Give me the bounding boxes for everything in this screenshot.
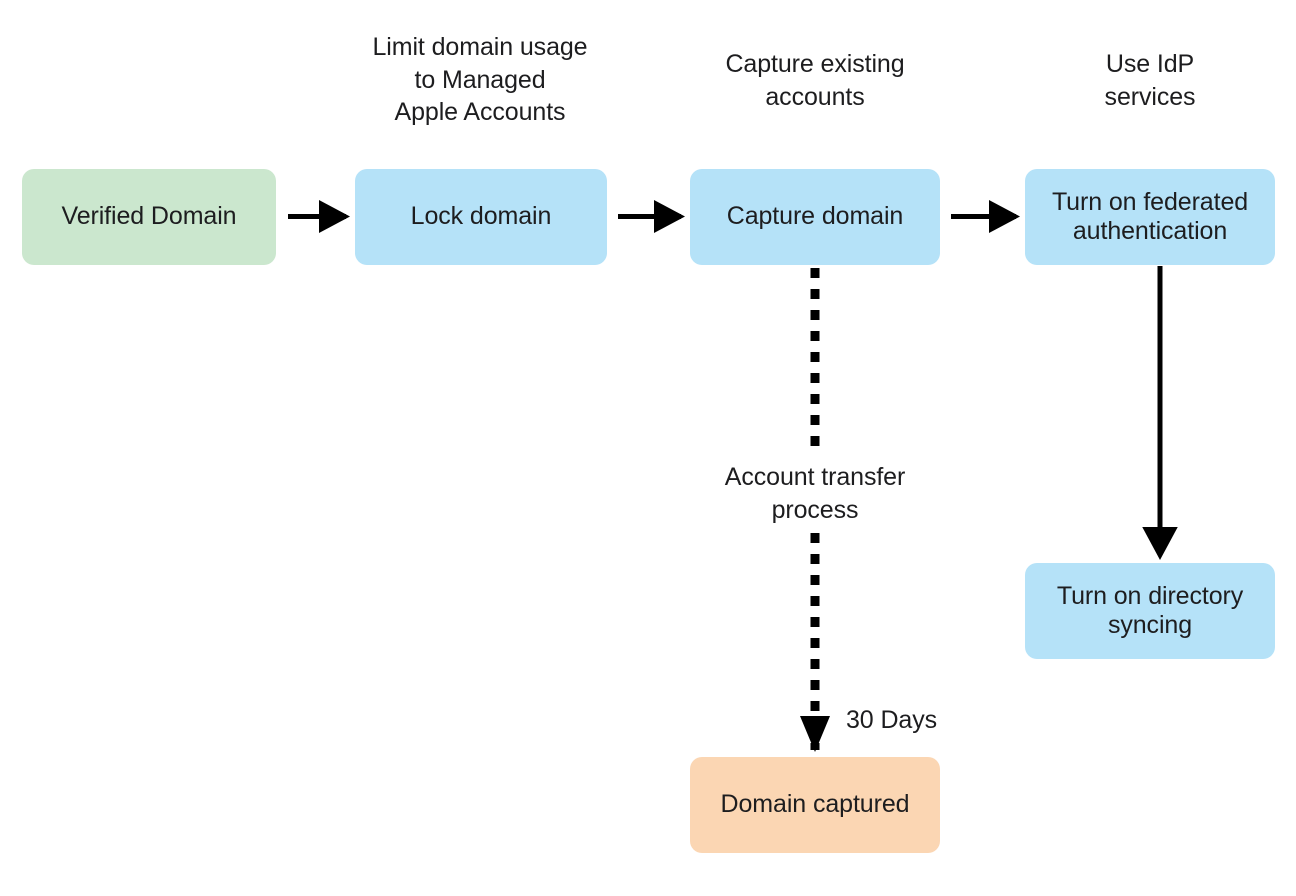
node-domain-captured[interactable]: Domain captured	[690, 757, 940, 853]
node-directory-syncing[interactable]: Turn on directory syncing	[1025, 563, 1275, 659]
node-lock-domain[interactable]: Lock domain	[355, 169, 607, 265]
node-capture-domain[interactable]: Capture domain	[690, 169, 940, 265]
edge-label-30-days: 30 Days	[846, 706, 938, 734]
caption-federated-auth: Use IdP services	[1104, 50, 1196, 111]
caption-lock-domain: Limit domain usage to Managed Apple Acco…	[372, 33, 588, 126]
caption-capture-domain: Capture existing accounts	[725, 50, 905, 111]
edge-label-account-transfer-process: Account transfer process	[724, 463, 906, 524]
node-verified-domain[interactable]: Verified Domain	[22, 169, 276, 265]
node-federated-authentication[interactable]: Turn on federated authentication	[1025, 169, 1275, 265]
dashed-arrow-capture-head	[800, 716, 830, 752]
